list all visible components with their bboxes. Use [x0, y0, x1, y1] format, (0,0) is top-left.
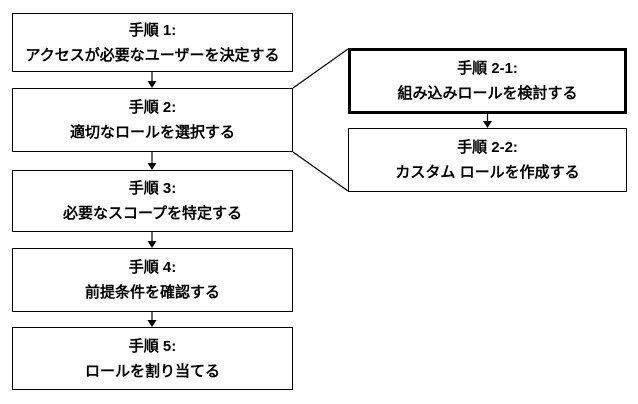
step-3-box: 手順 3: 必要なスコープを特定する — [12, 170, 293, 232]
step-4-box: 手順 4: 前提条件を確認する — [12, 248, 293, 312]
step-3-title: 手順 3: — [128, 180, 177, 197]
arrow-step2-1-step2-2 — [483, 114, 492, 128]
step-1-text: アクセスが必要なユーザーを決定する — [25, 46, 280, 64]
step-3-text: 必要なスコープを特定する — [62, 205, 243, 222]
step-2-text: 適切なロールを選択する — [69, 124, 235, 141]
connector-step2-step2-1 — [292, 48, 349, 89]
step-2-2-text: カスタム ロールを作成する — [395, 164, 580, 181]
arrow-step4-step5 — [147, 312, 157, 327]
step-2-1-title: 手順 2-1: — [457, 60, 518, 77]
step-2-1-text: 組み込みロールを検討する — [397, 85, 578, 102]
step-4-title: 手順 4: — [128, 259, 177, 276]
connector-step2-step2-2 — [292, 151, 349, 192]
step-5-box: 手順 5: ロールを割り当てる — [12, 327, 293, 390]
arrow-step1-step2 — [147, 72, 157, 88]
step-5-title: 手順 5: — [128, 337, 177, 355]
step-4-text: 前提条件を確認する — [84, 284, 220, 301]
step-1-title: 手順 1: — [128, 21, 177, 39]
arrow-step3-step4 — [147, 232, 157, 248]
step-2-1-box: 手順 2-1: 組み込みロールを検討する — [348, 48, 627, 114]
step-2-box: 手順 2: 適切なロールを選択する — [12, 88, 293, 152]
arrow-step2-step3 — [147, 152, 157, 170]
step-2-2-box: 手順 2-2: カスタム ロールを作成する — [348, 128, 627, 192]
step-2-2-title: 手順 2-2: — [457, 139, 518, 156]
step-5-text: ロールを割り当てる — [84, 362, 220, 380]
step-2-title: 手順 2: — [128, 99, 177, 116]
step-1-box: 手順 1: アクセスが必要なユーザーを決定する — [12, 13, 293, 72]
